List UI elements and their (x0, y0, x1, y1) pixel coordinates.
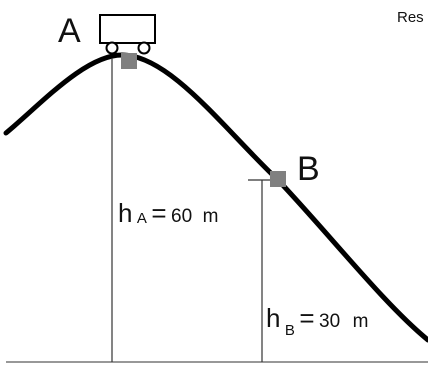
height-b-subscript: B (285, 322, 295, 339)
point-b-marker (270, 171, 286, 187)
cart (99, 14, 156, 55)
cart-wheel-right (137, 41, 151, 55)
height-b-unit: m (353, 311, 369, 332)
height-a-subscript: A (137, 210, 147, 227)
height-a-value: 60 (171, 206, 192, 227)
height-b-symbol: h (266, 303, 280, 333)
height-a-label: h A = 60 m (118, 198, 218, 228)
point-a-label: A (58, 12, 81, 50)
height-b-equals: = (299, 303, 314, 333)
height-a-unit: m (203, 206, 219, 227)
point-a-marker (121, 53, 137, 69)
hill-track (3, 52, 428, 343)
height-b-label: h B = 30 m (266, 303, 368, 339)
cart-body (99, 14, 156, 44)
cart-wheel-left (105, 41, 119, 55)
corner-text: Res (397, 9, 424, 26)
height-a-symbol: h (118, 198, 132, 228)
height-b-value: 30 (319, 311, 340, 332)
height-a-equals: = (151, 198, 166, 228)
point-b-label: B (297, 150, 320, 188)
